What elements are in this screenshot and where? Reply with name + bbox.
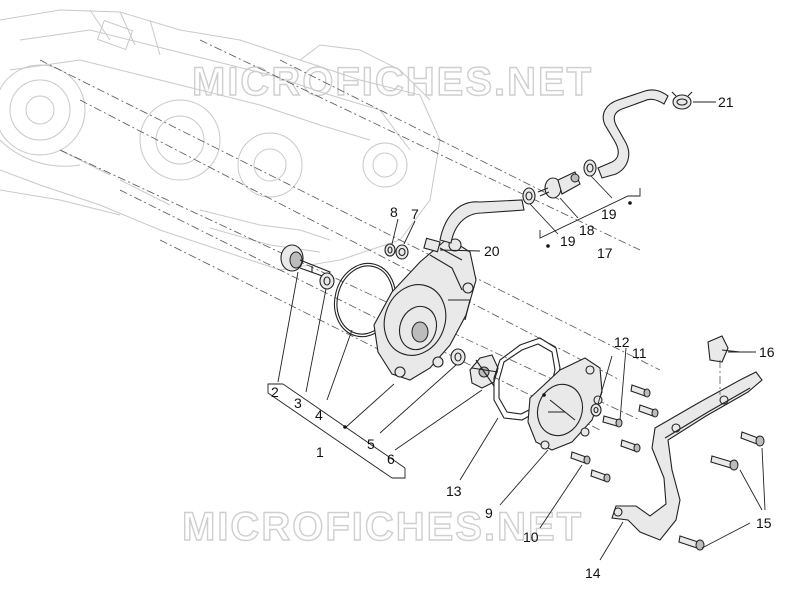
callout-6: 6	[387, 451, 395, 467]
part-14-bracket	[611, 360, 763, 541]
callout-21: 21	[718, 94, 734, 110]
part-20-fitting	[423, 237, 441, 253]
callout-8: 8	[390, 204, 398, 220]
callout-12: 12	[614, 334, 630, 350]
watermark-top: MICROFICHES.NET	[192, 60, 593, 104]
callout-2: 2	[271, 384, 279, 400]
engine-background	[0, 9, 441, 271]
callout-17: 17	[597, 245, 613, 261]
part-1-pump-housing	[373, 237, 477, 381]
callout-19-lower: 19	[560, 233, 576, 249]
part-12-washer	[590, 403, 602, 417]
part-19-clamp-upper	[583, 159, 597, 177]
callout-15: 15	[756, 515, 772, 531]
part-3-seal	[319, 272, 335, 290]
part-15-bolts	[678, 431, 765, 551]
callout-13: 13	[446, 483, 462, 499]
callout-14: 14	[585, 565, 601, 581]
callout-4: 4	[315, 407, 323, 423]
watermark-bottom: MICROFICHES.NET	[182, 505, 583, 549]
group-bracket-1	[267, 383, 406, 479]
part-8-ring	[384, 243, 396, 257]
group-bracket-17	[539, 188, 641, 239]
part-21-spring-clamp	[671, 91, 693, 110]
callout-11: 11	[632, 345, 647, 361]
callout-5: 5	[367, 436, 375, 452]
dot-markers	[343, 201, 632, 429]
part-6-impeller	[469, 354, 499, 389]
part-5-bushing	[450, 348, 466, 366]
callout-7: 7	[411, 206, 419, 222]
part-16-clip	[707, 335, 741, 363]
part-18-valve	[537, 171, 581, 199]
part-11-screw	[602, 415, 623, 428]
hose-lower	[439, 199, 525, 244]
part-9-pump-cover	[527, 357, 603, 451]
callout-3: 3	[294, 395, 302, 411]
part-7-ring	[395, 244, 409, 260]
leader-lines	[277, 101, 766, 561]
assembly-axis-lines	[39, 39, 661, 431]
callout-1: 1	[316, 444, 324, 460]
callout-16: 16	[759, 344, 775, 360]
part-2-shaft-bearing	[280, 244, 331, 279]
part-10-screws	[570, 384, 659, 483]
callout-18: 18	[579, 222, 595, 238]
part-19-clamp-lower	[522, 187, 536, 205]
callout-19-upper: 19	[601, 206, 617, 222]
callout-9: 9	[485, 505, 493, 521]
callout-20: 20	[484, 243, 500, 259]
callout-labels: 1 2 3 4 5 6 7 8 9 10 11 12 13 14 15 16 1…	[271, 94, 775, 581]
hose-upper	[597, 89, 669, 179]
callout-10: 10	[523, 529, 539, 545]
